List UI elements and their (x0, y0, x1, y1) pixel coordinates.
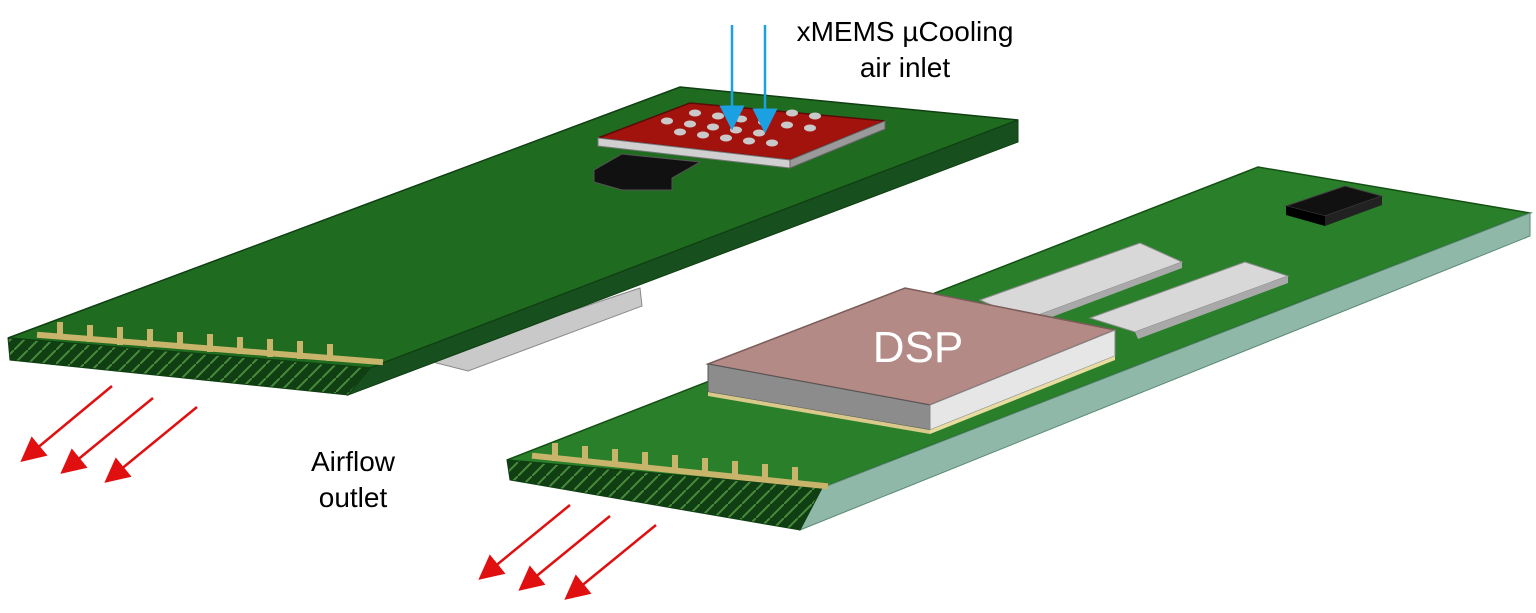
right-outlet-arrows (478, 504, 657, 600)
right-module: DSP (478, 166, 1533, 600)
outlet-arrow-3 (104, 406, 198, 483)
left-module (7, 25, 1019, 483)
outlet-label: Airflow outlet (288, 444, 418, 516)
inlet-label: xMEMS µCooling air inlet (760, 14, 1050, 86)
dsp-chip: DSP (705, 287, 1118, 434)
right-black-chip-side (1286, 206, 1325, 226)
outlet-arrow-6 (564, 524, 657, 600)
inlet-label-line2: air inlet (859, 52, 951, 83)
outlet-arrow-5 (518, 515, 611, 591)
right-black-chip-side2 (1325, 196, 1382, 226)
outlet-arrow-4 (478, 504, 571, 580)
mems-cooling-chip (597, 102, 886, 169)
right-board-front-edge (506, 459, 823, 531)
outlet-arrow-2 (60, 397, 154, 474)
left-black-chip (593, 153, 702, 191)
right-gold-contacts (531, 443, 829, 490)
outlet-label-line2: outlet (318, 482, 388, 513)
silver-strip-2-edge (1135, 276, 1288, 339)
inlet-label-line1: xMEMS µCooling (796, 16, 1014, 47)
left-gold-contacts (36, 322, 384, 366)
left-board-front-edge (7, 337, 371, 396)
dsp-label: DSP (873, 323, 963, 372)
left-outlet-arrows (20, 385, 198, 483)
inlet-arrows (719, 25, 778, 134)
outlet-arrow-1 (20, 385, 113, 462)
silver-strip-1-edge (1025, 262, 1182, 326)
outlet-label-line1: Airflow (310, 446, 395, 477)
